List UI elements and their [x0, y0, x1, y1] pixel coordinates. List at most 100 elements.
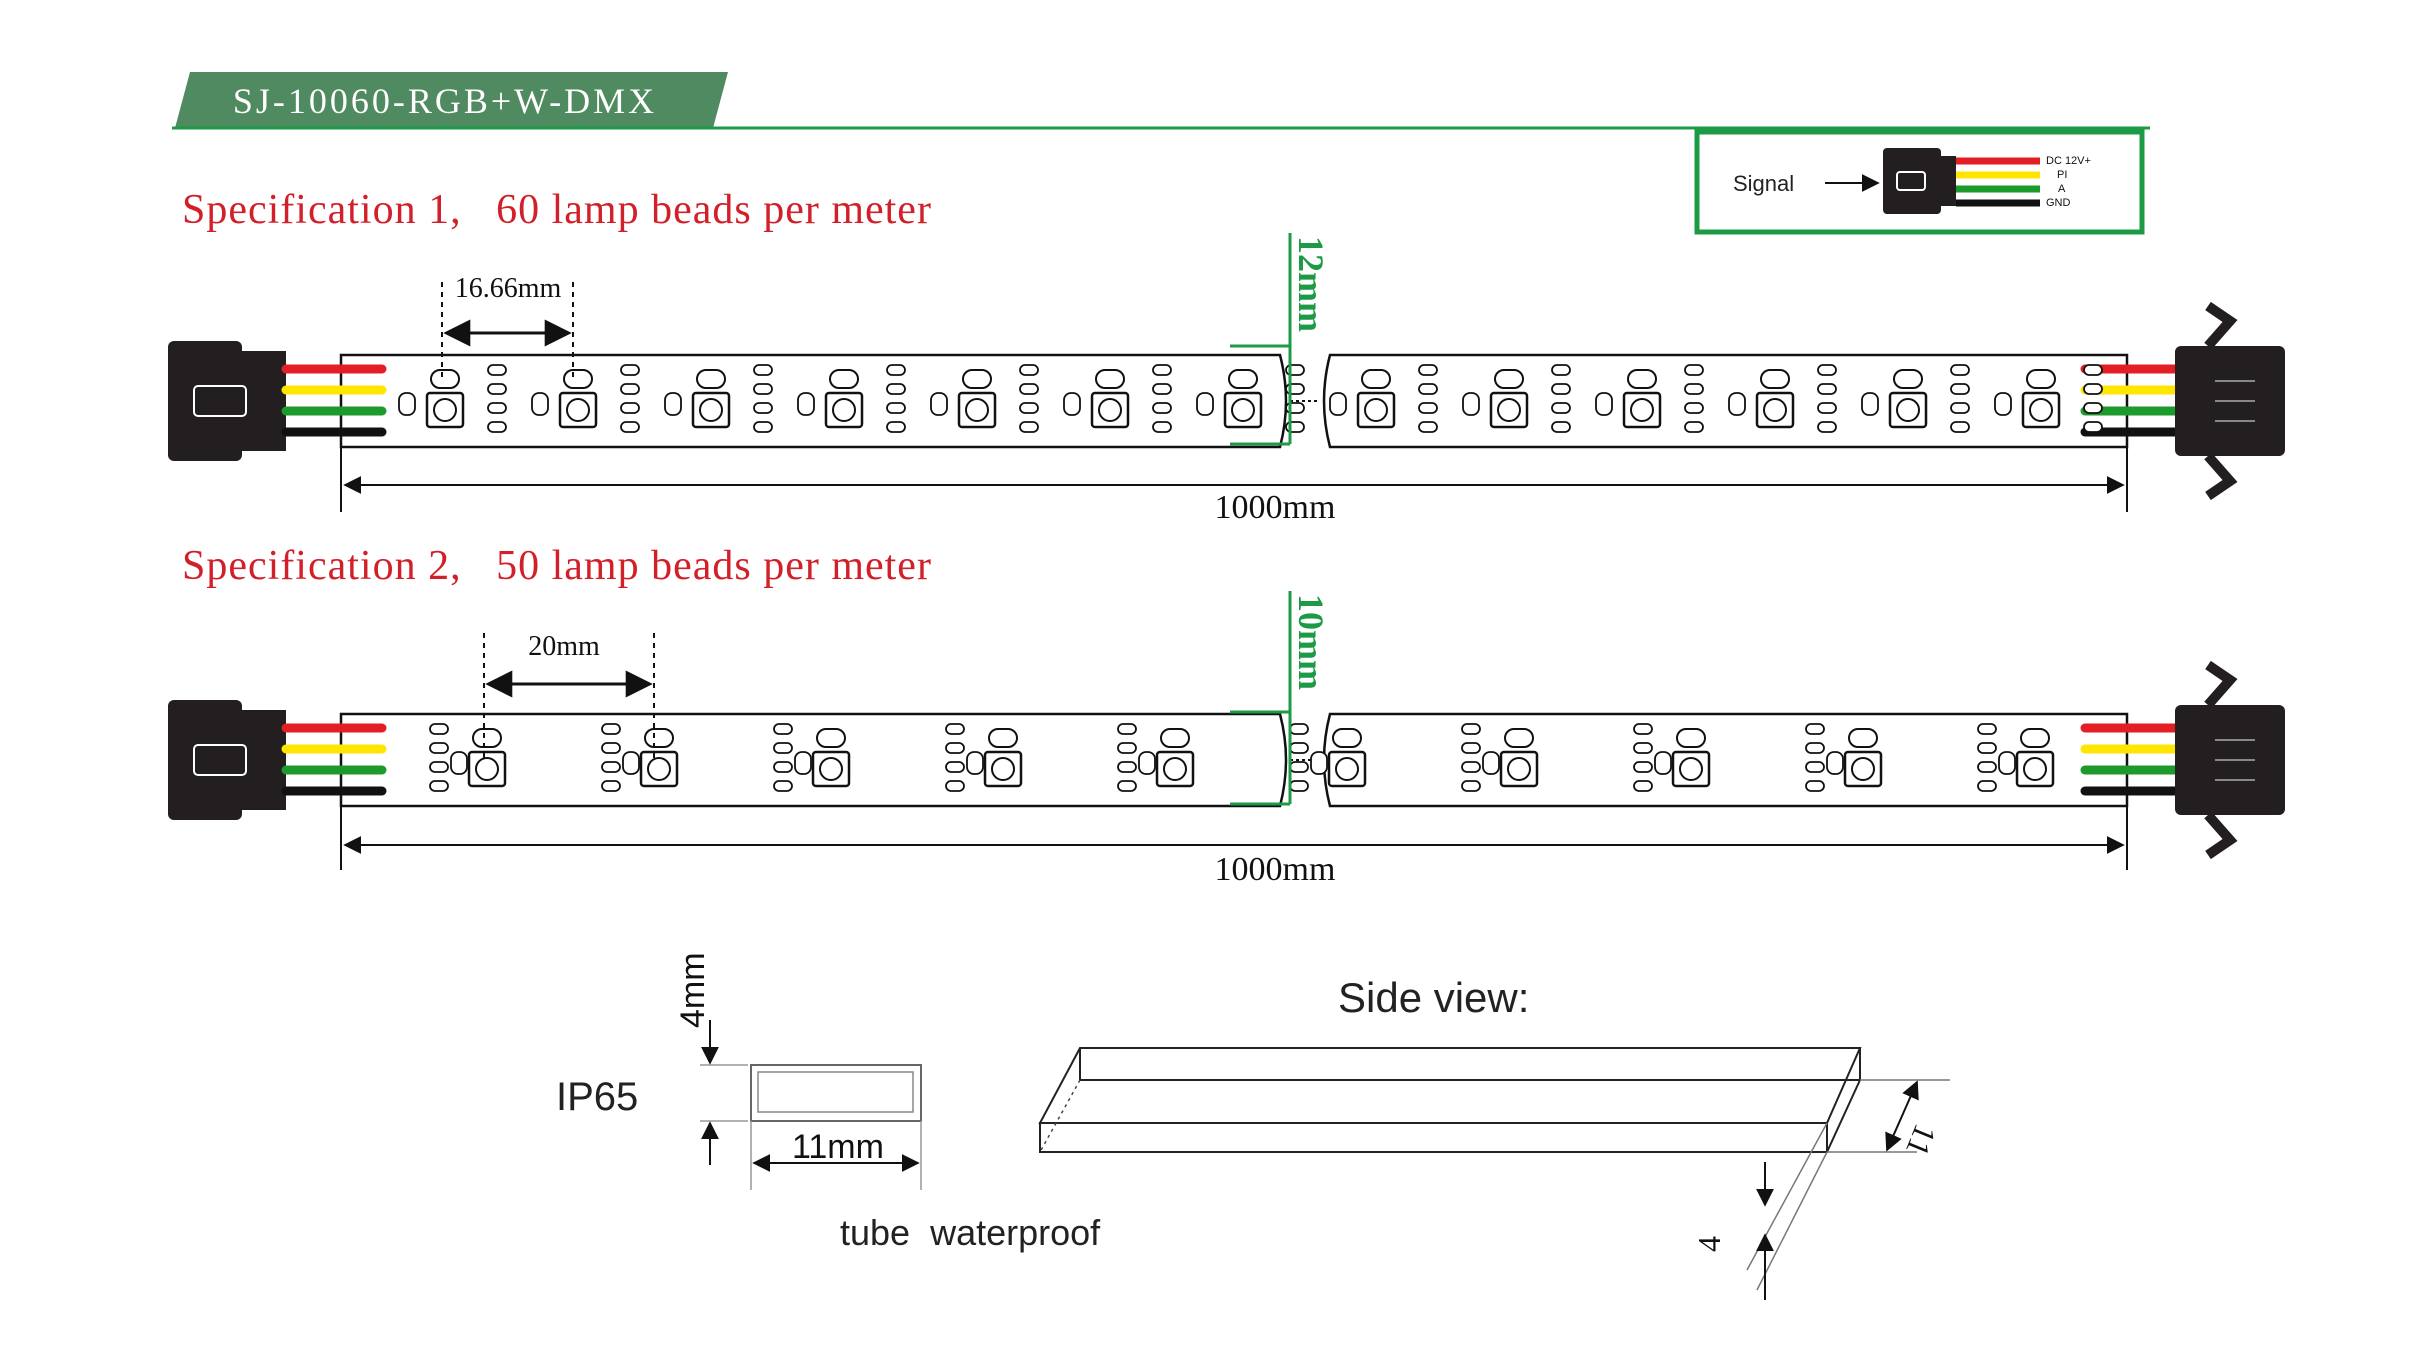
resistor: [620, 402, 640, 414]
ic-capsule: [1095, 369, 1125, 389]
led-lens: [1507, 757, 1531, 781]
ic-capsule: [1893, 369, 1923, 389]
led-strip-60: [168, 301, 2285, 501]
led-lens: [1896, 398, 1920, 422]
resistor: [1805, 723, 1825, 735]
capacitor: [1728, 392, 1746, 416]
resistor: [429, 742, 449, 754]
resistor: [1461, 761, 1481, 773]
capacitor: [1482, 751, 1500, 775]
resistor: [1977, 761, 1997, 773]
resistor: [1684, 421, 1704, 433]
right-connector-latch-bottom: [2204, 811, 2238, 860]
signal-pin-2: PI: [2057, 169, 2067, 181]
capacitor: [797, 392, 815, 416]
spec1-heading: Specification 1, 60 lamp beads per meter: [182, 187, 932, 233]
resistor: [2083, 421, 2103, 433]
resistor: [2083, 402, 2103, 414]
title-text: SJ-10060-RGB+W-DMX: [233, 81, 657, 121]
ic-capsule: [1160, 728, 1190, 748]
resistor: [2083, 364, 2103, 376]
resistor: [620, 383, 640, 395]
resistor: [1633, 761, 1653, 773]
resistor: [1977, 742, 1997, 754]
ic-capsule: [829, 369, 859, 389]
ic-capsule: [1494, 369, 1524, 389]
signal-connector-icon: [1883, 148, 1941, 214]
spec1-pitch-label: 16.66mm: [455, 273, 562, 304]
led-lens: [1851, 757, 1875, 781]
led-lens: [2023, 757, 2047, 781]
resistor: [1152, 383, 1172, 395]
led-lens: [832, 398, 856, 422]
resistor: [1019, 364, 1039, 376]
right-connector-latch-top: [2204, 660, 2238, 709]
led-lens: [566, 398, 590, 422]
spec2-width-label: 10mm: [1291, 594, 1331, 690]
resistor: [429, 723, 449, 735]
ic-capsule: [1361, 369, 1391, 389]
resistor: [1817, 383, 1837, 395]
ic-capsule: [1504, 728, 1534, 748]
led-lens: [2029, 398, 2053, 422]
resistor: [1977, 723, 1997, 735]
ic-capsule: [1848, 728, 1878, 748]
side-view-height-label: 4: [1691, 1236, 1727, 1252]
ic-capsule: [988, 728, 1018, 748]
resistor: [1152, 421, 1172, 433]
resistor: [601, 780, 621, 792]
resistor: [487, 402, 507, 414]
resistor: [429, 780, 449, 792]
tube-inner: [757, 1071, 914, 1113]
left-connector-window: [193, 744, 247, 776]
title-tab-shape: [175, 72, 728, 128]
spec2-pitch-label: 20mm: [528, 631, 600, 662]
resistor: [1461, 742, 1481, 754]
led-lens: [1231, 398, 1255, 422]
resistor: [945, 723, 965, 735]
capacitor: [1994, 392, 2012, 416]
signal-box: Signal DC 12V+ PI A GND: [1694, 129, 2145, 235]
resistor: [601, 761, 621, 773]
ic-capsule: [563, 369, 593, 389]
led-lens: [433, 398, 457, 422]
resistor: [1019, 383, 1039, 395]
led-lens: [1364, 398, 1388, 422]
resistor: [429, 761, 449, 773]
spec1-width-label: 12mm: [1291, 236, 1331, 332]
resistor: [1805, 780, 1825, 792]
signal-connector-plug: [1938, 156, 1956, 206]
resistor: [1289, 723, 1309, 735]
led-lens: [965, 398, 989, 422]
side-view-top-face: [1038, 1047, 1862, 1124]
capacitor: [664, 392, 682, 416]
resistor: [1551, 383, 1571, 395]
resistor: [1633, 723, 1653, 735]
led-lens: [699, 398, 723, 422]
signal-label: Signal: [1733, 171, 1794, 196]
tube-width-label: 11mm: [792, 1128, 884, 1166]
resistor: [1551, 402, 1571, 414]
resistor: [1152, 402, 1172, 414]
resistor: [773, 742, 793, 754]
ic-capsule: [1228, 369, 1258, 389]
spec1-pitch-dimension: 16.66mm: [441, 273, 574, 380]
resistor: [1805, 742, 1825, 754]
led-lens: [1630, 398, 1654, 422]
signal-pin-1: DC 12V+: [2046, 155, 2091, 167]
resistor: [1817, 421, 1837, 433]
resistor: [1977, 780, 1997, 792]
side-view-title: Side view:: [1338, 974, 1529, 1021]
side-view: Side view: 11 4: [1038, 974, 1950, 1300]
title-tab: SJ-10060-RGB+W-DMX: [172, 72, 2150, 130]
resistor: [886, 383, 906, 395]
resistor: [1684, 402, 1704, 414]
ic-capsule: [2026, 369, 2056, 389]
signal-pin-3: A: [2058, 183, 2066, 195]
capacitor: [794, 751, 812, 775]
led-lens: [1497, 398, 1521, 422]
spec2-pitch-dimension: 20mm: [483, 631, 655, 760]
resistor: [1019, 402, 1039, 414]
resistor: [1805, 761, 1825, 773]
resistor: [1950, 383, 1970, 395]
